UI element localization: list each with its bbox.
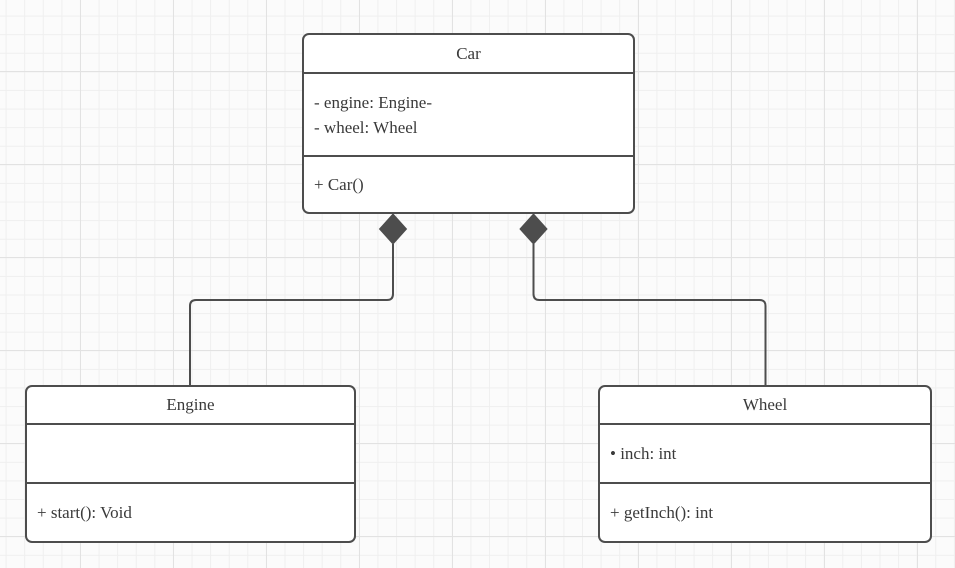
- class-methods-car[interactable]: + Car(): [304, 155, 633, 212]
- composition-link-car-engine[interactable]: [189, 244, 394, 386]
- class-box-wheel[interactable]: Wheel • inch: int + getInch(): int: [598, 385, 932, 543]
- composition-diamond-icon[interactable]: [378, 213, 408, 245]
- class-title-car[interactable]: Car: [456, 43, 481, 63]
- class-box-engine[interactable]: Engine + start(): Void: [25, 385, 356, 543]
- class-methods-engine[interactable]: + start(): Void: [27, 482, 354, 541]
- composition-diamond-icon[interactable]: [519, 213, 548, 245]
- class-attributes-car[interactable]: - engine: Engine- - wheel: Wheel: [304, 72, 633, 155]
- method-line: + Car(): [314, 175, 364, 194]
- class-box-car[interactable]: Car - engine: Engine- - wheel: Wheel + C…: [302, 33, 635, 214]
- method-line: + start(): Void: [37, 503, 132, 522]
- class-methods-wheel[interactable]: + getInch(): int: [600, 482, 930, 541]
- attribute-line: - engine: Engine-: [314, 92, 433, 112]
- method-line: + getInch(): int: [610, 503, 714, 522]
- class-title-wheel[interactable]: Wheel: [742, 395, 788, 414]
- class-title-engine[interactable]: Engine: [166, 395, 215, 414]
- attribute-line: - wheel: Wheel: [314, 117, 418, 137]
- attribute-line: • inch: int: [610, 444, 677, 463]
- composition-link-car-wheel[interactable]: [532, 244, 767, 386]
- class-attributes-wheel[interactable]: • inch: int: [600, 423, 930, 482]
- class-attributes-engine[interactable]: [27, 423, 354, 482]
